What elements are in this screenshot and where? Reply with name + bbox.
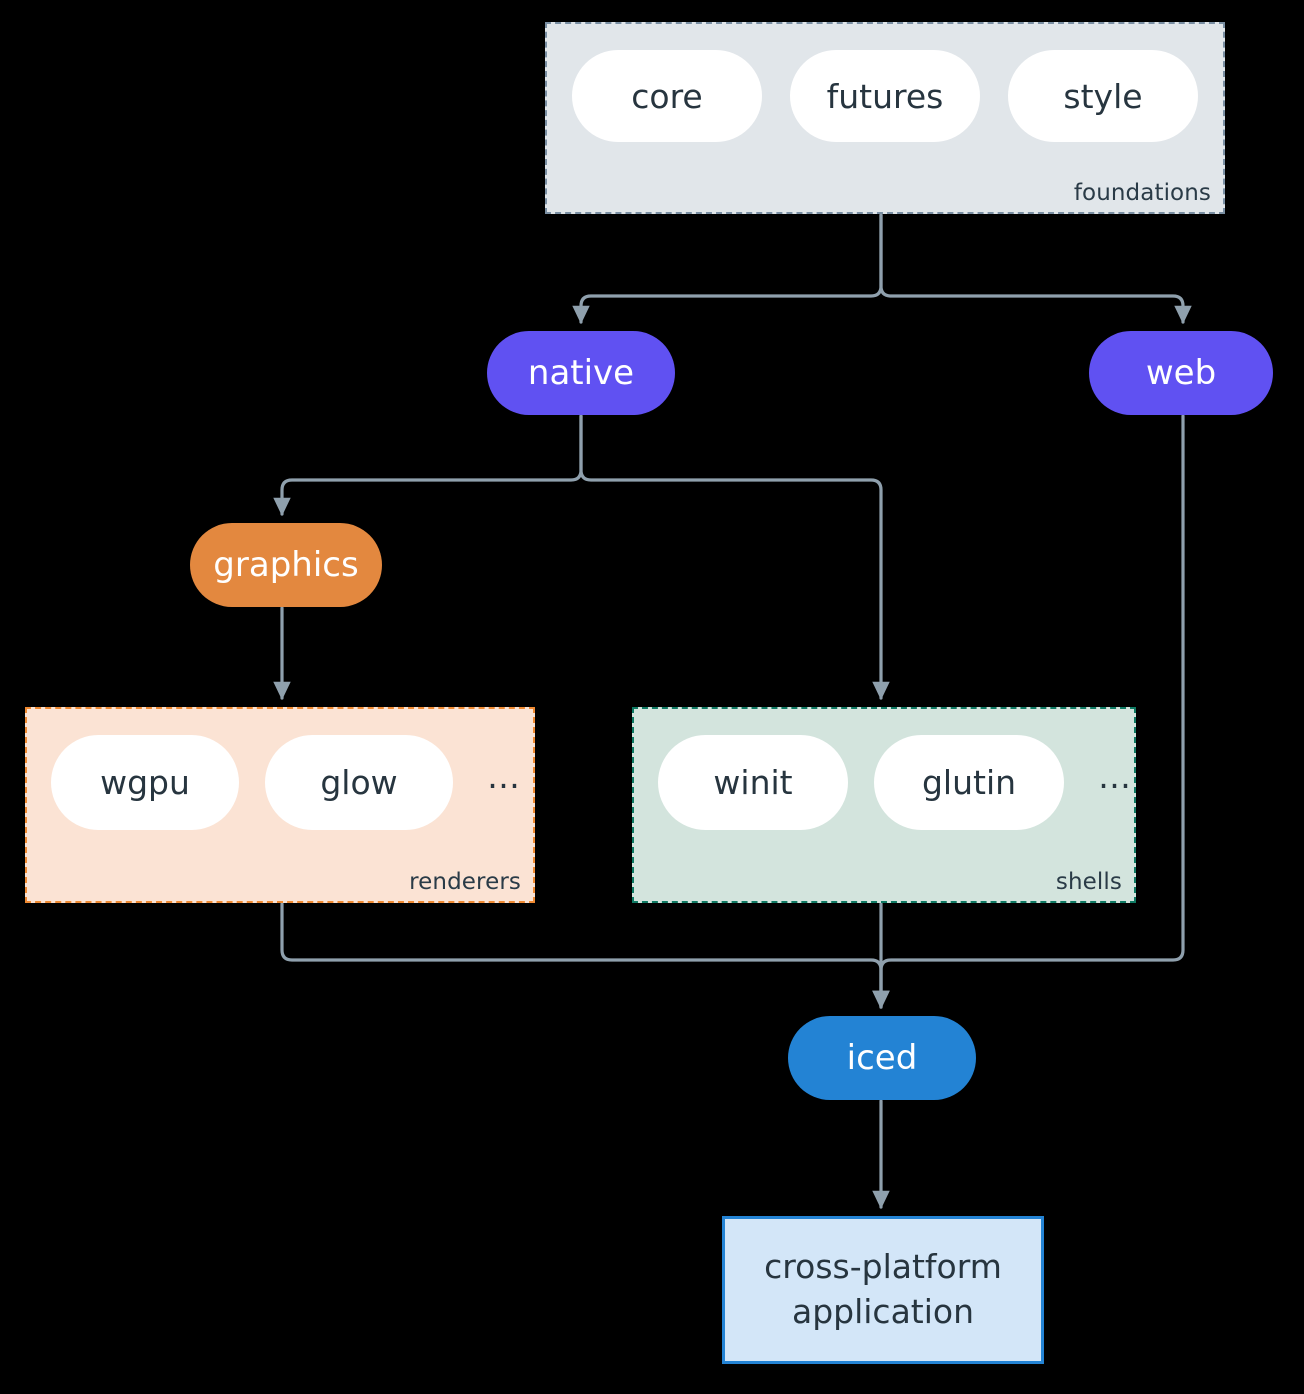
node-wgpu[interactable]: wgpu	[51, 735, 239, 830]
node-native[interactable]: native	[487, 331, 675, 415]
node-futures[interactable]: futures	[790, 50, 980, 142]
group-shells-label: shells	[1055, 869, 1122, 895]
node-shells-more: …	[1098, 757, 1131, 796]
node-web[interactable]: web	[1089, 331, 1273, 415]
node-core[interactable]: core	[572, 50, 762, 142]
edge-foundations-web	[879, 213, 1192, 324]
node-style[interactable]: style	[1008, 50, 1198, 142]
node-iced[interactable]: iced	[788, 1016, 976, 1100]
group-foundations-label: foundations	[1073, 180, 1211, 206]
application-line-1: cross-platform	[764, 1247, 1002, 1287]
edge-foundations-native	[572, 213, 883, 324]
group-foundations-members: core futures style	[572, 50, 1198, 142]
edge-renderers-iced	[280, 902, 890, 1009]
group-renderers-label: renderers	[409, 869, 521, 895]
group-shells-members: winit glutin …	[658, 735, 1131, 830]
node-glow[interactable]: glow	[265, 735, 453, 830]
node-winit[interactable]: winit	[658, 735, 848, 830]
node-cross-platform-application[interactable]: cross-platform application	[722, 1216, 1044, 1364]
edge-native-graphics	[273, 414, 583, 516]
node-renderers-more: …	[487, 757, 520, 796]
group-renderers: wgpu glow … renderers	[25, 707, 535, 903]
edge-native-shells	[579, 414, 890, 700]
group-renderers-members: wgpu glow …	[51, 735, 520, 830]
node-graphics[interactable]: graphics	[190, 523, 382, 607]
node-glutin[interactable]: glutin	[874, 735, 1064, 830]
application-line-2: application	[791, 1292, 975, 1331]
group-foundations: core futures style foundations	[545, 22, 1225, 214]
group-shells: winit glutin … shells	[632, 707, 1136, 903]
